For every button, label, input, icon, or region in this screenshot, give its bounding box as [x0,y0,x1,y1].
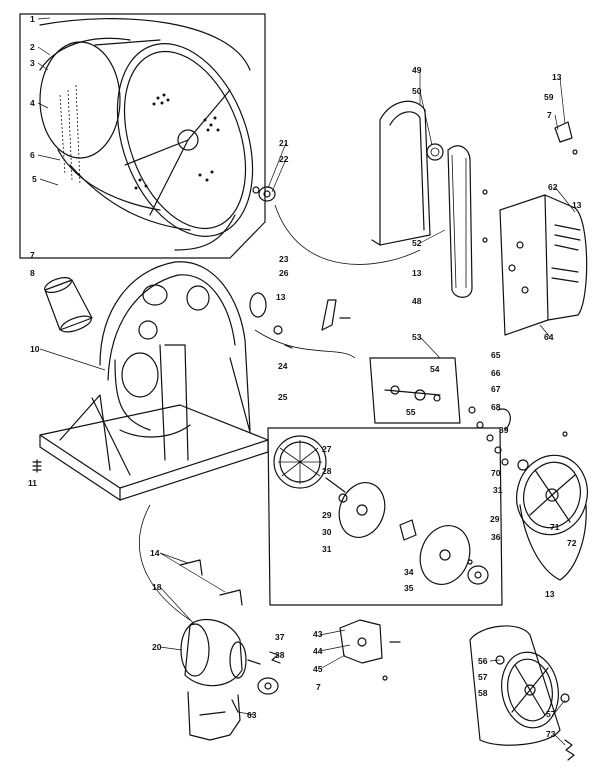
part-label-23: 23 [279,254,289,264]
part-labels: 1 2 3 4 5 6 7 8 10 11 13 13 13 13 13 14 … [28,14,582,739]
part-label-49: 49 [412,65,422,75]
part-label-71: 71 [550,522,560,532]
bearing-pad [249,292,293,349]
part-label-11: 11 [28,478,37,488]
part-label-29b: 29 [490,514,500,524]
part-label-7b: 7 [316,682,321,692]
leveling-leg [32,459,42,473]
part-label-53: 53 [412,332,422,342]
part-label-2: 2 [30,42,35,52]
part-label-38: 38 [275,650,285,660]
part-label-58: 58 [478,688,488,698]
blower-assembly [267,427,503,606]
part-label-56: 56 [478,656,488,666]
part-label-63: 63 [247,710,257,720]
part-label-66: 66 [491,368,501,378]
part-label-57b: 57 [546,709,556,719]
part-label-13b: 13 [572,200,582,210]
lint-filter-cup [44,277,93,333]
drive-pulley [516,431,588,581]
part-label-13e: 13 [545,589,555,599]
part-label-48: 48 [412,296,422,306]
part-label-1: 1 [30,14,35,24]
part-label-64: 64 [544,332,554,342]
door-latch [554,121,578,155]
part-label-67: 67 [491,384,501,394]
part-label-52: 52 [412,238,422,248]
rear-bulkhead [39,261,269,501]
part-label-35: 35 [404,583,414,593]
part-label-37: 37 [275,632,285,642]
part-label-5: 5 [32,174,37,184]
part-label-72: 72 [567,538,577,548]
bracket [321,299,351,331]
idler-pulley [469,625,575,761]
part-label-18: 18 [152,582,162,592]
motor-switch [339,619,401,681]
drum-roller [252,186,276,202]
part-label-8: 8 [30,268,35,278]
part-label-13d: 13 [412,268,422,278]
part-label-73: 73 [546,729,556,739]
part-label-50: 50 [412,86,422,96]
part-label-20: 20 [152,642,162,652]
part-label-22: 22 [279,154,289,164]
part-label-57a: 57 [478,672,488,682]
part-label-70: 70 [491,468,501,478]
part-label-13a: 13 [552,72,562,82]
part-label-45: 45 [313,664,323,674]
part-label-29a: 29 [322,510,332,520]
part-label-6: 6 [30,150,35,160]
front-panel [499,194,588,336]
part-label-26: 26 [279,268,289,278]
part-label-44: 44 [313,646,323,656]
part-label-28: 28 [322,466,332,476]
part-label-62: 62 [548,182,558,192]
part-label-68: 68 [491,402,501,412]
part-label-59: 59 [544,92,554,102]
part-label-31b: 31 [493,485,503,495]
part-label-39: 39 [499,425,509,435]
part-label-21: 21 [279,138,289,148]
drive-motor [179,559,281,741]
idler-hardware [468,406,529,471]
part-label-43: 43 [313,629,323,639]
drum-assembly [19,13,266,259]
part-label-34: 34 [404,567,414,577]
leader-lines [37,17,576,746]
drive-belt-upper [447,145,488,298]
part-label-54: 54 [430,364,440,374]
part-label-65: 65 [491,350,501,360]
part-label-55: 55 [406,407,416,417]
part-label-7c: 7 [547,110,552,120]
idler-bracket [371,100,444,246]
part-label-31a: 31 [322,544,332,554]
part-label-24: 24 [278,361,288,371]
part-label-13c: 13 [276,292,286,302]
part-label-3: 3 [30,58,35,68]
part-label-14: 14 [150,548,160,558]
part-label-10: 10 [30,344,40,354]
wire-harness [139,204,421,621]
part-label-30: 30 [322,527,332,537]
part-label-27: 27 [322,444,332,454]
idler-assembly [369,357,461,424]
part-label-7a: 7 [30,250,35,260]
part-label-36: 36 [491,532,501,542]
part-label-25: 25 [278,392,288,402]
part-label-4: 4 [30,98,35,108]
